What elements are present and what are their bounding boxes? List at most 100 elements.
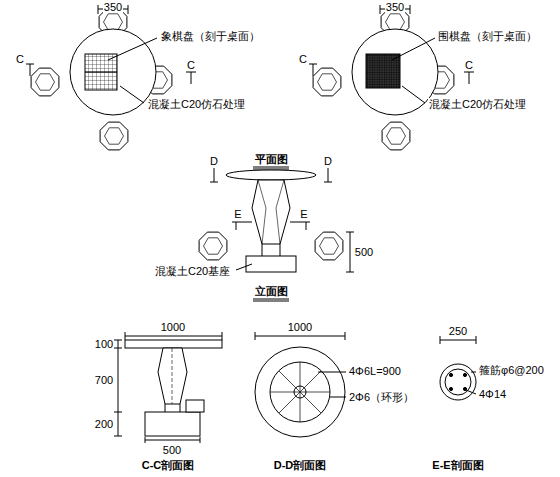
section-e-e-part: [476, 336, 477, 344]
section-c-c-part: [114, 436, 122, 437]
dimension: 500: [354, 246, 374, 258]
go-table-plan: [309, 5, 474, 150]
section-e-e-part: [449, 373, 452, 376]
rebar-note: 2Φ6（环形）: [348, 391, 415, 403]
xiangqi-table-plan-part: [70, 29, 156, 115]
section-c-c-part: [165, 404, 166, 412]
section-c-c-part: [125, 332, 126, 340]
table-elevation-part: [236, 264, 252, 270]
section-e-e-part: [440, 336, 441, 344]
section-c-c-part: [118, 340, 119, 436]
section-e-e-part: [463, 373, 466, 376]
section-e-e-part: [440, 364, 476, 400]
section-c-c-part: [114, 340, 122, 341]
go-table-plan-part: [352, 29, 438, 115]
go-table-plan-part: [309, 64, 317, 76]
callout: 混凝土C20基座: [154, 265, 231, 277]
section-c-c: [114, 332, 222, 443]
section-mark: C: [464, 59, 474, 71]
dimension: 350: [385, 1, 405, 13]
xiangqi-table-plan-part: [108, 38, 157, 60]
section-c-c-part: [145, 412, 200, 436]
callout: 象棋盘（刻于桌面）: [160, 30, 261, 42]
rebar-note: 箍筋φ6@200: [478, 364, 545, 376]
dimension: 100: [94, 338, 114, 350]
section-mark: D: [323, 155, 333, 167]
xiangqi-table-plan-part: [100, 122, 128, 150]
dimension: 700: [94, 374, 114, 386]
go-table-plan-part: [464, 72, 474, 84]
table-elevation-part: [210, 168, 218, 182]
table-elevation-part: [315, 232, 343, 260]
table-elevation-part: [199, 232, 227, 260]
table-elevation-part: [262, 244, 263, 256]
section-d-d-part: [330, 397, 346, 398]
table-elevation-part: [253, 167, 289, 168]
go-table-plan-part: [382, 122, 410, 150]
view-title: 立面图: [254, 285, 289, 297]
xiangqi-table-plan-part: [85, 71, 117, 72]
section-c-c-part: [114, 348, 122, 349]
go-table-plan-part: [380, 5, 381, 14]
table-elevation-part: [280, 244, 281, 256]
section-mark: C: [298, 53, 308, 65]
section-e-e-part: [471, 372, 476, 373]
go-table-plan-part: [313, 68, 341, 96]
dimension: 200: [94, 418, 114, 430]
xiangqi-table-plan-part: [186, 72, 196, 84]
section-d-d-part: [318, 372, 346, 373]
section-mark: C: [186, 59, 196, 71]
table-elevation-part: [232, 222, 252, 230]
view-title: C-C剖面图: [141, 459, 196, 471]
go-table-plan-part: [392, 38, 435, 60]
section-mark: E: [299, 208, 308, 220]
table-elevation-part: [246, 256, 296, 272]
callout: 混凝土C20仿石处理: [428, 98, 527, 110]
section-d-d-part: [255, 332, 256, 340]
xiangqi-table-plan-part: [26, 64, 34, 76]
section-c-c-part: [114, 412, 122, 413]
section-d-d-part: [255, 347, 345, 437]
table-elevation-part: [258, 180, 284, 244]
table-elevation-part: [226, 170, 316, 180]
xiangqi-table-plan: [26, 5, 196, 150]
callout: 围棋盘（刻于桌面）: [437, 30, 538, 42]
table-elevation: [199, 167, 354, 301]
callout: 混凝土C20仿石处理: [147, 98, 246, 110]
section-c-c-part: [145, 440, 200, 441]
section-d-d: [255, 332, 346, 437]
go-table-plan-part: [366, 54, 400, 88]
table-elevation-part: [346, 272, 354, 273]
go-table-plan-part: [410, 5, 411, 14]
section-c-c-part: [180, 404, 181, 412]
table-elevation-part: [253, 301, 289, 302]
table-elevation-part: [350, 232, 351, 272]
table-elevation-part: [290, 222, 310, 230]
xiangqi-table-plan-part: [98, 5, 99, 14]
section-c-c-part: [200, 437, 201, 443]
table-elevation-part: [346, 232, 354, 233]
xiangqi-table-plan-part: [85, 54, 117, 90]
section-c-c-part: [125, 336, 222, 337]
section-e-e-part: [445, 369, 471, 395]
view-title: 平面图: [254, 153, 289, 165]
xiangqi-table-plan-part: [120, 86, 144, 103]
section-e-e-part: [466, 390, 476, 394]
section-c-c-part: [172, 348, 173, 404]
section-mark: C: [15, 53, 25, 65]
table-elevation-part: [253, 169, 289, 170]
table-elevation-part: [324, 168, 332, 182]
dimension: 250: [448, 325, 468, 337]
view-title: E-E剖面图: [431, 459, 484, 471]
dimension: 1000: [287, 321, 313, 333]
section-mark: E: [233, 208, 242, 220]
table-elevation-part: [253, 299, 289, 300]
dimension: 1000: [160, 321, 186, 333]
section-e-e: [440, 336, 476, 400]
section-c-c-part: [158, 348, 187, 404]
view-title: D-D剖面图: [273, 459, 328, 471]
rebar-note: 4Φ6L=900: [348, 365, 402, 377]
dimension: 500: [162, 444, 182, 456]
xiangqi-table-plan-part: [31, 68, 59, 96]
